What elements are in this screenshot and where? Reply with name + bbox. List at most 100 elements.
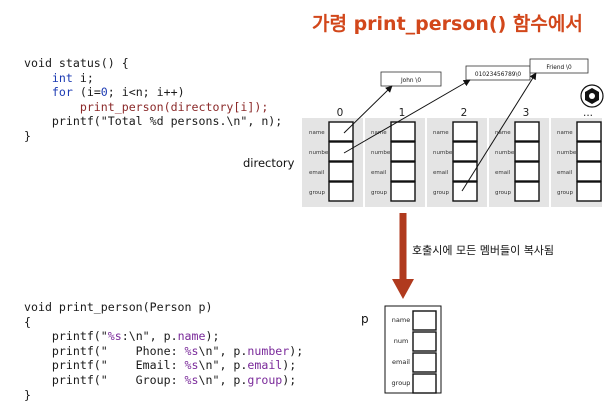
- string-box: [465, 65, 531, 81]
- pointer-arrow: [343, 85, 393, 134]
- directory-cell-box: [514, 161, 540, 182]
- string-box: [380, 71, 442, 87]
- code-token: void status() {: [24, 56, 129, 70]
- param-field-label: group: [392, 379, 411, 387]
- code-token: ; i<n; i++): [107, 85, 185, 100]
- directory-divider: [549, 118, 551, 207]
- icon-center: [589, 93, 595, 99]
- directory-cell-box: [576, 181, 602, 202]
- code-token: %s: [184, 358, 199, 373]
- code-line: print_person(directory[i]);: [24, 100, 282, 115]
- param-field-label: num: [394, 337, 409, 345]
- code-token: for: [51, 85, 73, 100]
- directory-cell-box: [328, 161, 354, 182]
- directory-field-label: name: [433, 130, 449, 136]
- code-token: [24, 85, 52, 99]
- directory-field-label: name: [309, 130, 325, 136]
- code-token: \n", p.: [198, 343, 248, 358]
- pointer-arrow: [343, 79, 471, 154]
- array-edge-tick: [383, 207, 386, 209]
- directory-cell-box: [328, 121, 354, 142]
- directory-cell-box: [452, 161, 478, 182]
- directory-field-label: group: [309, 190, 325, 196]
- param-struct-outline: [384, 305, 442, 394]
- param-cell-box: [412, 310, 437, 331]
- code-token: printf(": [24, 329, 108, 344]
- directory-field-label: group: [433, 190, 449, 196]
- string-value-1: 01023456789\0: [475, 72, 522, 78]
- code-token: i;: [72, 70, 94, 85]
- code-token: 0: [100, 85, 108, 100]
- directory-index-3: 3: [523, 107, 530, 119]
- directory-cell-box: [576, 141, 602, 162]
- code-token: number: [247, 343, 290, 358]
- directory-cell-box: [452, 141, 478, 162]
- code-line: printf(" Group: %s\n", p.group);: [24, 373, 303, 388]
- code-line: for (i=0; i<n; i++): [24, 85, 282, 100]
- directory-cell-box: [452, 181, 478, 202]
- directory-cell-box: [328, 181, 354, 202]
- directory-cell-box: [390, 161, 416, 182]
- code-line: }: [24, 388, 303, 403]
- code-token: }: [24, 387, 31, 402]
- param-field-label: name: [392, 316, 410, 324]
- code-token: :\n", p.: [121, 329, 178, 344]
- directory-divider: [487, 118, 489, 207]
- param-cell-box: [412, 373, 437, 394]
- directory-field-label: email: [433, 170, 449, 176]
- settings-hex-icon: [580, 84, 604, 108]
- directory-cell-box: [576, 121, 602, 142]
- directory-field-label: email: [371, 170, 387, 176]
- icon-hexagon: [585, 88, 599, 104]
- directory-field-label: email: [309, 170, 325, 176]
- code-line: printf("Total %d persons.\n", n);: [24, 114, 282, 129]
- directory-field-label: email: [557, 170, 573, 176]
- directory-label: directory: [243, 156, 295, 170]
- icon-outer-ring: [580, 84, 604, 108]
- code-line: void print_person(Person p): [24, 300, 303, 315]
- directory-cell-box: [514, 181, 540, 202]
- code-token: printf(" Phone:: [24, 343, 185, 358]
- code-token: }: [24, 128, 31, 143]
- directory-cell-box: [576, 161, 602, 182]
- directory-divider: [425, 118, 427, 207]
- directory-cell-box: [390, 181, 416, 202]
- string-box: [529, 58, 589, 74]
- directory-cell-box: [390, 121, 416, 142]
- code-line: printf("%s:\n", p.name);: [24, 329, 303, 344]
- code-line: printf(" Email: %s\n", p.email);: [24, 358, 303, 373]
- param-label: p: [361, 312, 369, 326]
- directory-cell-box: [514, 141, 540, 162]
- code-token: email: [247, 358, 283, 373]
- code-line: void status() {: [24, 56, 282, 71]
- param-field-label: email: [392, 358, 410, 366]
- code-line: printf(" Phone: %s\n", p.number);: [24, 344, 303, 359]
- code-token: %s: [184, 372, 199, 387]
- directory-field-label: group: [371, 190, 387, 196]
- param-cell-box: [412, 352, 437, 373]
- code-line: int i;: [24, 71, 282, 86]
- code-token: );: [205, 329, 220, 344]
- directory-cell-box: [328, 141, 354, 162]
- code-token: (i=: [72, 85, 101, 100]
- code-token: {: [24, 314, 31, 329]
- code-token: printf(" Group:: [24, 372, 185, 387]
- code-line: {: [24, 315, 303, 330]
- string-value-0: John \0: [400, 78, 421, 84]
- directory-field-label: name: [495, 130, 511, 136]
- code-token: name: [177, 329, 206, 344]
- code-line: }: [24, 129, 282, 144]
- code-token: %s: [107, 329, 122, 344]
- directory-cell-box: [452, 121, 478, 142]
- directory-index-2: 2: [461, 107, 468, 119]
- string-value-2: Friend \0: [546, 65, 572, 71]
- code-token: int: [51, 70, 73, 85]
- status-code-block: void status() { int i; for (i=0; i<n; i+…: [24, 56, 282, 144]
- directory-field-label: number: [557, 150, 579, 156]
- code-token: );: [282, 358, 297, 373]
- copy-arrow-head: [392, 279, 414, 299]
- directory-cell-box: [390, 141, 416, 162]
- directory-cell-box: [514, 121, 540, 142]
- directory-field-label: number: [371, 150, 393, 156]
- code-token: printf(" Email:: [24, 358, 185, 373]
